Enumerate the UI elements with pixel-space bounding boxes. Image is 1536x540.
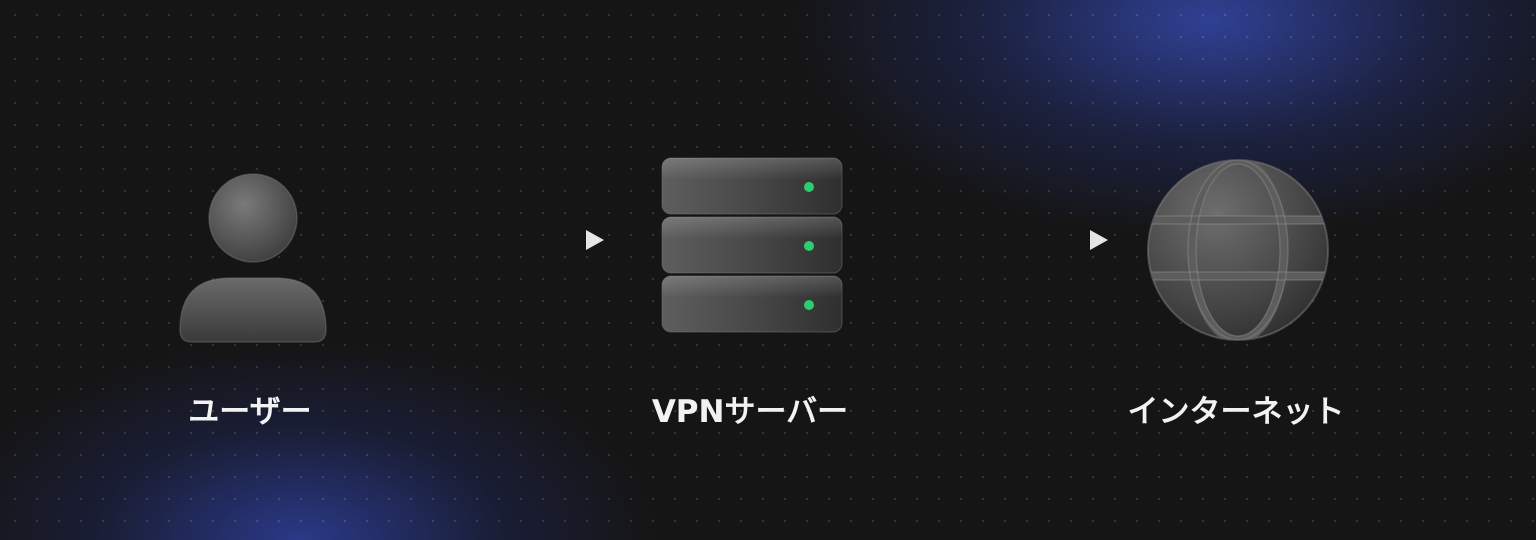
user-label: ユーザー [188,394,312,430]
server-led-3 [804,300,814,310]
server-unit-3 [661,275,843,333]
server-unit-2 [661,216,843,274]
server-icon [661,157,843,333]
arrow-user-to-vpn [368,230,604,250]
server-led-1 [804,182,814,192]
user-head [208,173,298,263]
globe-icon [1147,159,1329,341]
server-led-2 [804,241,814,251]
user-icon [179,173,327,343]
server-unit-1 [661,157,843,215]
globe-meridian [1188,160,1288,340]
user-body [179,277,327,343]
vpn-label: VPNサーバー [651,394,849,430]
internet-label: インターネット [1127,394,1345,430]
arrow-vpn-to-internet [872,230,1108,250]
